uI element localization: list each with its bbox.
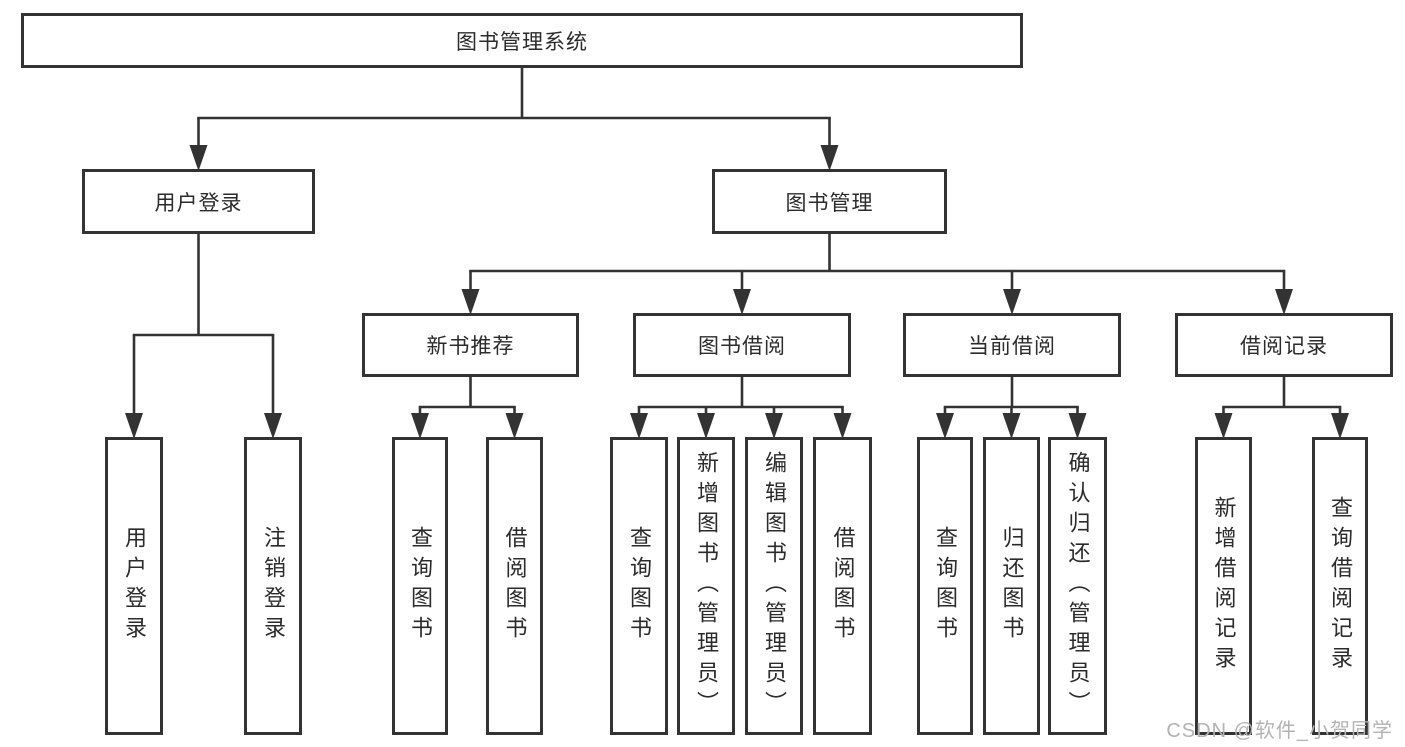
node-book-mgmt: 图书管理	[712, 169, 947, 234]
node-label: 用户登录	[122, 526, 147, 646]
node-label: 查询借阅记录	[1328, 496, 1353, 676]
node-label: 图书管理	[785, 191, 874, 215]
node-leaf-br-query: 查询借阅记录	[1312, 437, 1368, 735]
node-label: 编辑图书（管理员）	[762, 451, 787, 721]
node-leaf-bb-borrow: 借阅图书	[813, 437, 872, 735]
node-label: 借阅图书	[830, 526, 856, 646]
node-leaf-logout: 注销登录	[244, 437, 302, 735]
node-label: 新增借阅记录	[1211, 496, 1237, 676]
node-label: 归还图书	[999, 526, 1025, 646]
node-label: 查询图书	[408, 526, 433, 646]
node-leaf-bb-query: 查询图书	[610, 437, 668, 735]
node-leaf-bb-add: 新增图书（管理员）	[677, 437, 735, 735]
node-label: 图书管理系统	[456, 30, 588, 54]
node-leaf-bb-edit: 编辑图书（管理员）	[745, 437, 803, 735]
node-label: 查询图书	[627, 526, 652, 646]
node-leaf-user-login: 用户登录	[105, 437, 163, 735]
node-leaf-cb-confirm: 确认归还（管理员）	[1048, 437, 1107, 735]
node-label: 确认归还（管理员）	[1065, 451, 1091, 721]
node-leaf-cb-return: 归还图书	[983, 437, 1040, 735]
watermark: CSDN @软件_小贺同学	[1166, 720, 1393, 742]
node-label: 新书推荐	[426, 335, 515, 358]
node-label: 当前借阅	[968, 335, 1056, 358]
node-leaf-nb-borrow: 借阅图书	[486, 437, 543, 735]
node-book-borrow: 图书借阅	[633, 313, 851, 377]
node-label: 用户登录	[154, 191, 243, 215]
node-new-book: 新书推荐	[362, 313, 579, 377]
node-label: 查询图书	[933, 526, 958, 646]
node-user-login: 用户登录	[82, 169, 315, 234]
node-label: 新增图书（管理员）	[694, 451, 719, 721]
node-leaf-cb-query: 查询图书	[917, 437, 973, 735]
node-leaf-br-add: 新增借阅记录	[1195, 437, 1252, 735]
node-leaf-nb-query: 查询图书	[392, 437, 448, 735]
node-borrow-record: 借阅记录	[1175, 313, 1393, 377]
node-root: 图书管理系统	[21, 13, 1023, 68]
node-label: 借阅记录	[1240, 335, 1328, 358]
node-label: 图书借阅	[698, 335, 786, 358]
node-label: 注销登录	[261, 526, 286, 646]
node-current-borrow: 当前借阅	[903, 313, 1121, 377]
node-label: 借阅图书	[502, 526, 528, 646]
